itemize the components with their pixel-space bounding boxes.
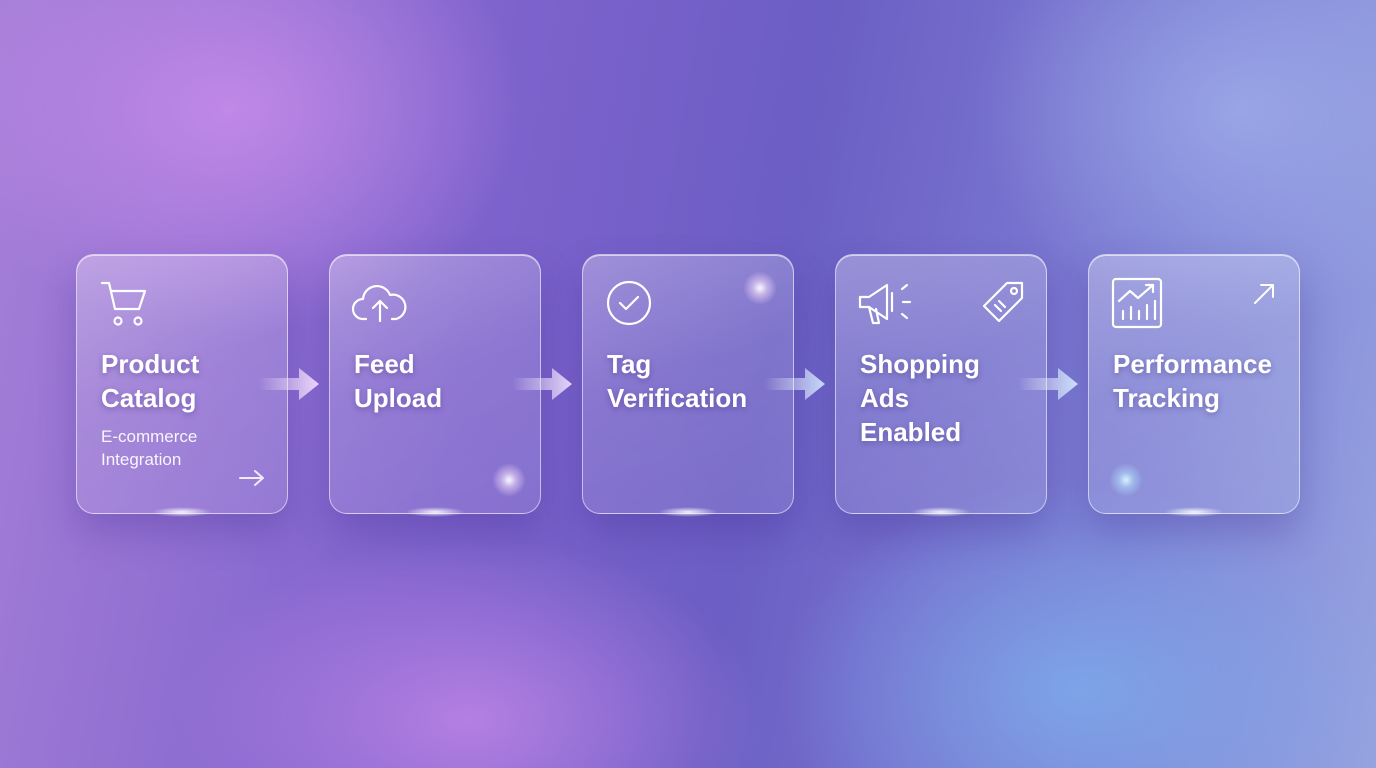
step-title-line: Catalog bbox=[101, 383, 197, 413]
check-circle-icon bbox=[605, 279, 653, 327]
step-card-tag-verification: Tag Verification bbox=[582, 254, 794, 514]
step-title-line: Product bbox=[101, 349, 200, 379]
price-tag-icon bbox=[980, 279, 1028, 327]
step-title-line: Feed bbox=[354, 349, 415, 379]
arrow-right-icon bbox=[259, 368, 319, 400]
megaphone-icon bbox=[856, 279, 916, 329]
step-subtitle: E-commerce Integration bbox=[101, 425, 261, 471]
step-title-line: Ads bbox=[860, 383, 910, 413]
arrow-right-icon bbox=[512, 368, 572, 400]
step-title-line: Enabled bbox=[860, 417, 962, 447]
arrow-right-icon bbox=[1018, 368, 1078, 400]
arrow-up-right-icon bbox=[1251, 281, 1277, 307]
step-title-line: Tracking bbox=[1113, 383, 1220, 413]
trend-chart-icon bbox=[1111, 277, 1163, 329]
step-title-line: Performance bbox=[1113, 349, 1272, 379]
glow-accent bbox=[492, 463, 526, 497]
step-card-feed-upload: Feed Upload bbox=[329, 254, 541, 514]
step-subtitle-line: E-commerce bbox=[101, 427, 198, 446]
step-title: Feed Upload bbox=[354, 347, 538, 415]
step-title-line: Verification bbox=[607, 383, 748, 413]
step-title-line: Shopping bbox=[860, 349, 980, 379]
arrow-right-icon bbox=[237, 467, 267, 489]
step-title-line: Upload bbox=[354, 383, 443, 413]
glow-accent bbox=[1109, 463, 1143, 497]
connector-arrow bbox=[259, 362, 323, 406]
step-title-line: Tag bbox=[607, 349, 652, 379]
arrow-right-icon bbox=[765, 368, 825, 400]
step-card-product-catalog: Product Catalog E-commerce Integration bbox=[76, 254, 288, 514]
cloud-upload-icon bbox=[350, 281, 410, 325]
shopping-cart-icon bbox=[99, 279, 153, 329]
step-title: Performance Tracking bbox=[1113, 347, 1297, 415]
connector-arrow bbox=[512, 362, 576, 406]
step-card-performance-tracking: Performance Tracking bbox=[1088, 254, 1300, 514]
step-title: Tag Verification bbox=[607, 347, 791, 415]
glow-accent bbox=[743, 271, 777, 305]
connector-arrow bbox=[765, 362, 829, 406]
step-card-shopping-ads-enabled: Shopping Ads Enabled bbox=[835, 254, 1047, 514]
step-title: Shopping Ads Enabled bbox=[860, 347, 1044, 449]
step-subtitle-line: Integration bbox=[101, 450, 182, 469]
step-title: Product Catalog bbox=[101, 347, 285, 415]
connector-arrow bbox=[1018, 362, 1082, 406]
